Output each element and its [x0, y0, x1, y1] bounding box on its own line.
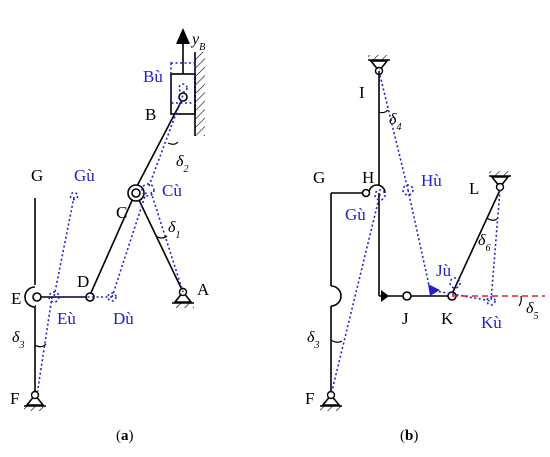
label-h-prime: Hù [421, 171, 442, 190]
arc-delta-5 [518, 295, 522, 307]
label-c-prime: Cù [162, 181, 182, 200]
arc-delta-3-b [330, 339, 343, 343]
arc-delta-1 [155, 235, 168, 239]
label-delta-5: δ5 [526, 300, 538, 322]
label-j-prime: Jù [436, 261, 452, 280]
label-a: A [197, 280, 210, 299]
label-delta-6: δ6 [478, 232, 490, 254]
joint-e [32, 292, 42, 302]
joint-c-inner [131, 188, 141, 198]
label-k-prime: Kù [481, 313, 502, 332]
arc-delta-6 [486, 217, 498, 221]
displaced-joint-b [178, 83, 188, 93]
panel-b-original-links [330, 71, 501, 392]
displaced-link-k-l [490, 189, 501, 302]
joint-f-cup [330, 285, 342, 307]
displaced-joint-d [107, 292, 117, 302]
ground-f-b [320, 390, 342, 411]
panel-a-angle-arcs [34, 141, 179, 348]
panel-b-angle-arcs [330, 109, 522, 343]
joint-j [402, 291, 412, 301]
label-b: B [145, 105, 156, 124]
displaced-joint-e [48, 291, 60, 303]
label-g-prime-b: Gù [345, 205, 366, 224]
displaced-joint-k [486, 296, 496, 306]
arc-delta-2 [167, 141, 179, 145]
displaced-link-j-k [429, 289, 492, 302]
slider-b [170, 52, 205, 136]
displaced-link-d-c [111, 189, 148, 298]
label-delta-2: δ2 [176, 153, 188, 175]
label-g-b: G [313, 168, 325, 187]
displaced-joint-h [402, 184, 414, 196]
label-e: E [11, 289, 21, 308]
label-e-prime: Eù [57, 309, 76, 328]
label-g: G [31, 166, 43, 185]
displaced-link-c-a [150, 191, 184, 293]
displaced-link-h-j [407, 189, 431, 291]
joint-h-corner-marker [381, 290, 389, 302]
label-b-prime: Bù [143, 67, 163, 86]
link-c-a [137, 197, 184, 293]
label-d: D [77, 272, 89, 291]
label-f: F [10, 389, 19, 408]
label-delta-4: δ4 [389, 111, 401, 133]
label-d-prime: Dù [113, 309, 134, 328]
label-g-prime: Gù [74, 166, 95, 185]
label-delta-3: δ3 [12, 329, 24, 351]
label-h: H [362, 168, 374, 187]
ground-l [489, 171, 511, 192]
displaced-joint-j [449, 277, 461, 289]
ground-f [24, 390, 46, 411]
label-c: C [116, 203, 127, 222]
label-i: I [359, 83, 365, 102]
label-delta-3-b: δ3 [307, 329, 319, 351]
joint-h-cup [368, 184, 386, 194]
panel-b-joints [330, 184, 457, 307]
panel-a: yB [10, 28, 210, 444]
label-delta-1: δ1 [168, 219, 180, 241]
displaced-link-g-f [330, 193, 381, 396]
displaced-slider-b [170, 62, 196, 104]
link-k-l [451, 189, 501, 295]
displaced-joint-c [141, 183, 155, 197]
joint-e-cup [24, 286, 36, 308]
label-j: J [402, 309, 409, 328]
displaced-joint-g [69, 191, 79, 201]
link-d-c [89, 195, 135, 296]
joint-g-b [361, 188, 371, 198]
label-k: K [441, 309, 454, 328]
panel-a-original-links [34, 97, 184, 392]
axis-yb: yB [176, 28, 205, 74]
axis-yb-label: yB [190, 31, 205, 53]
caption-b: (b) [400, 428, 418, 444]
caption-a: (a) [116, 428, 134, 444]
displaced-joint-g [374, 189, 386, 201]
link-c-b [135, 97, 184, 189]
guide-wall-hatch [195, 52, 205, 136]
panel-b: I G H L J K F Gù Hù Jù Kù δ4 δ6 δ5 δ3 (b… [305, 55, 545, 444]
panel-a-joints [24, 92, 188, 308]
arc-delta-4 [378, 109, 389, 114]
displaced-link-g-e [53, 196, 75, 298]
label-f-b: F [305, 389, 314, 408]
panel-b-displaced [330, 70, 501, 396]
displaced-corner-marker [428, 284, 440, 296]
label-l: L [469, 179, 479, 198]
displaced-link-i-h [378, 70, 409, 191]
arc-delta-3 [34, 343, 47, 348]
